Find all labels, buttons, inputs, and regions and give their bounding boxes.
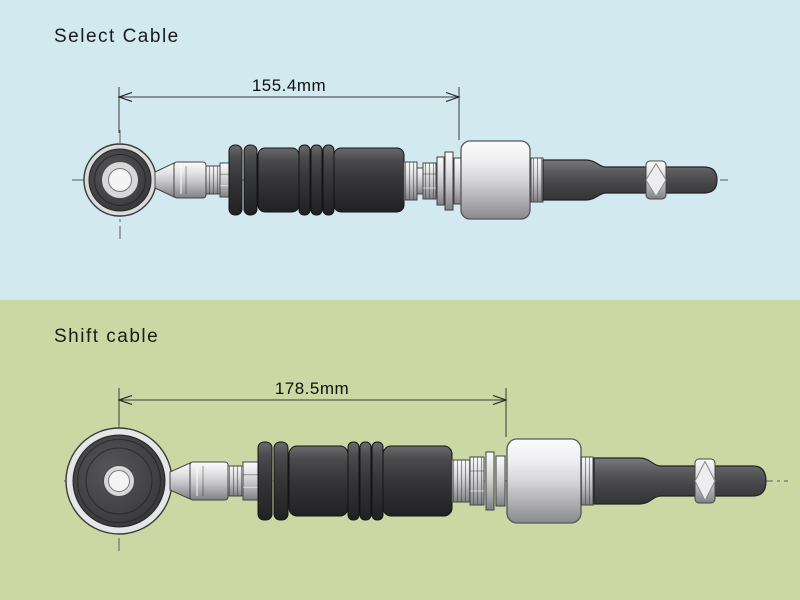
washer	[444, 151, 454, 211]
washer	[485, 451, 495, 511]
rod-neck	[154, 162, 175, 198]
washer	[453, 157, 462, 205]
shift-cable-panel: Shift cable 178.5mm	[0, 300, 800, 600]
select-threaded-rod	[154, 161, 235, 199]
select-bellows-boot	[228, 144, 405, 216]
collar-ridges	[452, 460, 470, 502]
select-adjuster	[403, 151, 462, 211]
bellows-rib	[310, 144, 323, 216]
select-cable-diagram: 155.4mm	[72, 76, 728, 242]
arrowhead-left	[117, 394, 133, 406]
eyelet-groove	[93, 153, 147, 207]
bellows-rib	[371, 441, 384, 521]
rod-barrel	[189, 461, 229, 501]
shift-bellows-boot	[257, 441, 453, 521]
shift-cable-title: Shift cable	[54, 326, 160, 347]
select-dimension: 155.4mm	[117, 76, 461, 140]
grommet-facet	[694, 460, 716, 502]
select-body-collar	[530, 157, 544, 203]
boot-cylinder	[382, 445, 453, 517]
adjuster-nut-ridges	[423, 163, 436, 199]
adjuster-neck	[416, 167, 424, 195]
grommet-facet	[645, 162, 667, 198]
shift-threaded-rod	[169, 461, 259, 501]
select-cable-panel: Select Cable 155.4mm	[0, 0, 800, 300]
thread-ridges	[228, 466, 243, 496]
arrowhead-right	[492, 394, 508, 406]
bellows-rib	[359, 441, 372, 521]
bellows-rib	[298, 144, 311, 216]
shift-adjuster	[451, 451, 506, 511]
collar-ridges	[581, 457, 593, 505]
collar-ridges	[531, 158, 543, 202]
rod-barrel	[173, 161, 207, 199]
bellows-rib	[347, 441, 360, 521]
lock-nut	[242, 461, 259, 501]
shift-dimension-label: 178.5mm	[275, 379, 349, 398]
shift-eyelet	[65, 427, 173, 535]
select-outer-cable	[542, 159, 718, 201]
select-cable-title: Select Cable	[54, 26, 180, 47]
collar-ridges	[404, 162, 417, 200]
washer	[436, 156, 445, 206]
bellows-rib	[243, 144, 258, 216]
adjuster-nut-ridges	[470, 457, 484, 505]
select-cable-socket-body	[460, 140, 531, 220]
bellows-rib	[228, 144, 243, 216]
select-eyelet	[83, 143, 157, 217]
eyelet-hole	[108, 168, 132, 192]
cable-sheath	[542, 159, 718, 201]
eyelet-hole	[108, 470, 130, 492]
boot-cylinder	[257, 147, 300, 213]
rod-neck	[169, 462, 191, 500]
shift-cable-diagram: 178.5mm	[64, 379, 788, 552]
shift-body-collar	[580, 456, 594, 506]
thread-ridges	[206, 166, 220, 194]
arrowhead-left	[117, 91, 133, 103]
bellows-rib	[257, 441, 273, 521]
select-dimension-label: 155.4mm	[252, 76, 326, 95]
boot-cylinder	[288, 445, 349, 517]
bellows-rib	[273, 441, 289, 521]
shift-outer-cable	[593, 457, 767, 505]
shift-cable-socket-body	[506, 438, 582, 524]
washer	[495, 455, 506, 507]
eyelet-groove	[85, 447, 153, 515]
arrowhead-right	[445, 91, 461, 103]
eyelet-groove	[76, 438, 162, 524]
bellows-rib	[322, 144, 335, 216]
shift-dimension: 178.5mm	[117, 379, 508, 437]
cable-sheath	[593, 457, 767, 505]
boot-cylinder	[333, 147, 405, 213]
